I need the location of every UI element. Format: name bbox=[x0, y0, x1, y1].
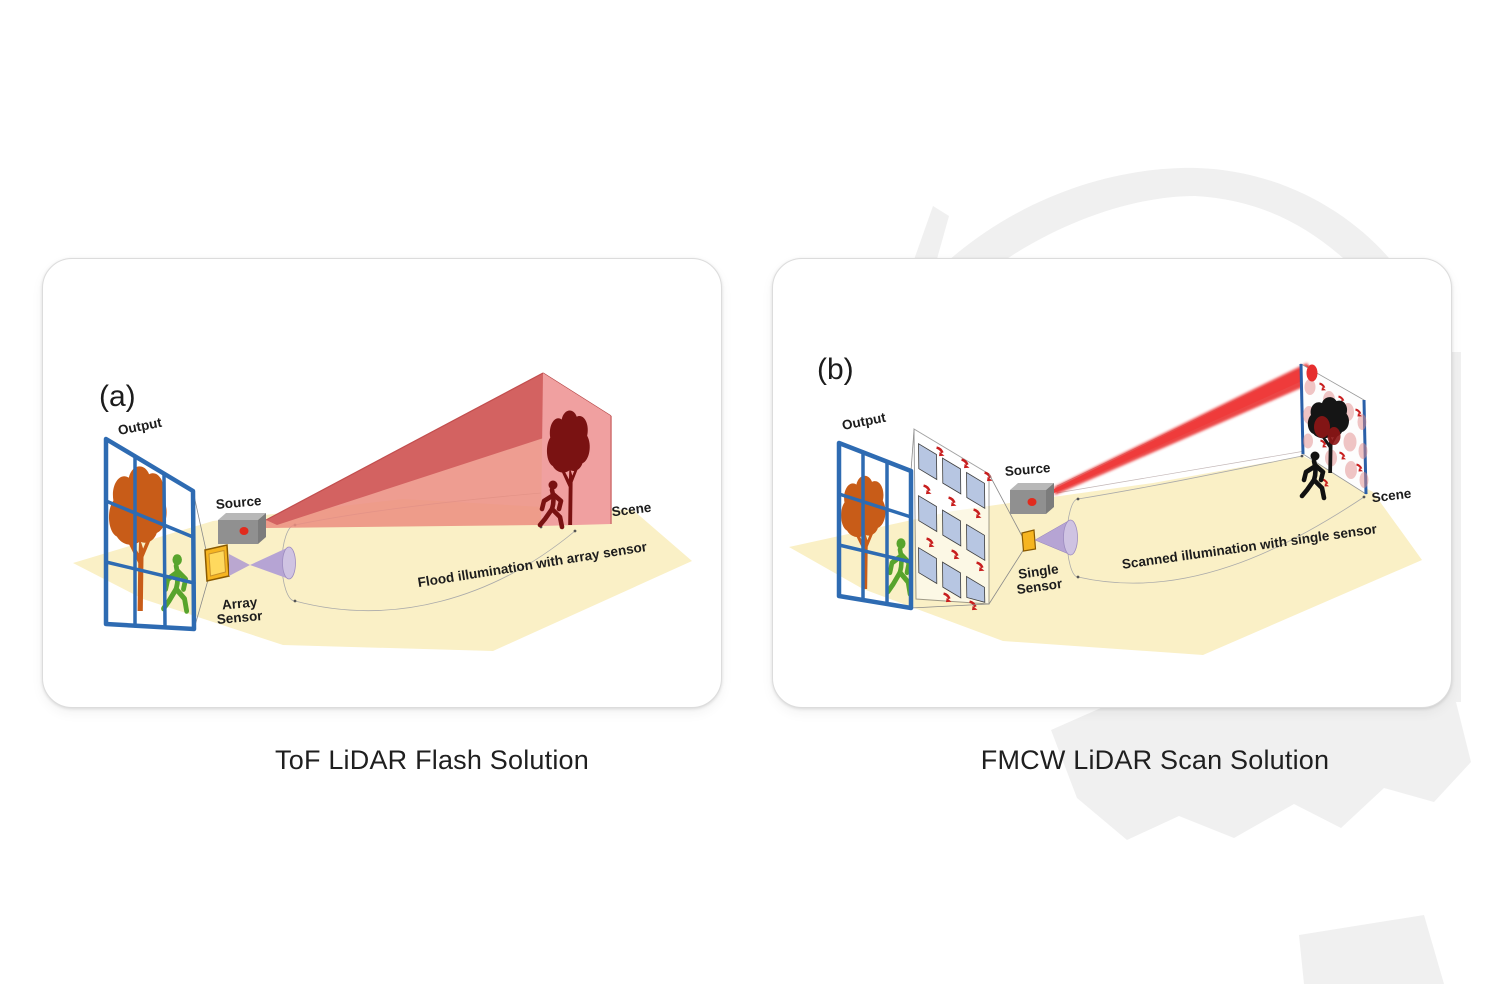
laser-dot bbox=[239, 527, 249, 535]
scan-grid bbox=[913, 428, 994, 612]
sensor-label-line1: Array bbox=[221, 594, 258, 612]
scene-label: Scene bbox=[611, 500, 653, 520]
scene-panel bbox=[1299, 363, 1369, 495]
panel-tag: (b) bbox=[817, 353, 854, 386]
tree-return-blobs bbox=[1314, 416, 1341, 445]
source-box bbox=[218, 513, 266, 544]
panel-b-illustration: (b) Output Source Single Sensor Scene Sc… bbox=[789, 353, 1422, 655]
scene-label: Scene bbox=[1371, 486, 1413, 506]
panel-a-card: (a) Output Source Array Sensor Scene Flo… bbox=[42, 258, 722, 708]
panel-a-illustration: (a) Output Source Array Sensor Scene Flo… bbox=[73, 372, 692, 651]
output-grid bbox=[836, 440, 914, 611]
single-sensor bbox=[1021, 529, 1037, 552]
source-label: Source bbox=[1004, 460, 1051, 479]
output-grid bbox=[103, 436, 197, 632]
floor-plane bbox=[789, 456, 1422, 655]
output-label: Output bbox=[841, 410, 888, 433]
sensor-cone-icon bbox=[1034, 519, 1078, 556]
projection-lines bbox=[910, 429, 1025, 609]
panel-b-caption: FMCW LiDAR Scan Solution bbox=[980, 745, 1330, 775]
array-sensor bbox=[204, 544, 230, 582]
laser-dot bbox=[1027, 498, 1037, 506]
panel-b-card: (b) Output Source Single Sensor Scene Sc… bbox=[772, 258, 1452, 708]
source-box bbox=[1010, 483, 1054, 514]
junction-dots bbox=[1076, 454, 1366, 579]
source-label: Source bbox=[215, 493, 262, 512]
watermark-bottom bbox=[1299, 915, 1444, 984]
sensor-label-line2: Sensor bbox=[216, 608, 264, 627]
sensor-cone-icon bbox=[229, 546, 296, 580]
scene-panel bbox=[540, 373, 612, 527]
sensor-label-line2: Sensor bbox=[1016, 576, 1064, 597]
sensor-label-line1: Single bbox=[1017, 561, 1060, 582]
scan-beam bbox=[1054, 363, 1317, 495]
beam-hit-spot bbox=[1306, 364, 1318, 382]
panel-tag: (a) bbox=[99, 380, 136, 413]
panel-a-caption: ToF LiDAR Flash Solution bbox=[275, 745, 589, 775]
output-label: Output bbox=[117, 415, 164, 438]
